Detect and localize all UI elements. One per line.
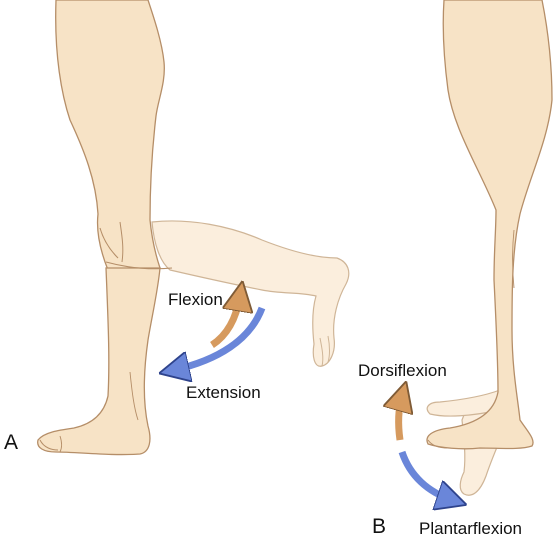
panel-a-label: A bbox=[4, 431, 19, 454]
plantarflexion-label: Plantarflexion bbox=[419, 519, 523, 538]
dorsiflexion-arrow bbox=[399, 396, 402, 441]
dorsiflexed-foot bbox=[426, 389, 501, 417]
extension-label: Extension bbox=[186, 383, 261, 402]
flexion-label: Flexion bbox=[168, 290, 223, 309]
panel-b-illustration bbox=[398, 0, 553, 500]
panel-b-label: B bbox=[372, 515, 387, 538]
extension-arrow bbox=[174, 306, 266, 370]
standing-shin-and-foot bbox=[37, 267, 161, 456]
plantarflexion-arrow bbox=[398, 450, 452, 500]
panel-a-illustration bbox=[37, 0, 350, 456]
leg-b bbox=[426, 0, 553, 450]
standing-thigh bbox=[55, 0, 165, 271]
dorsiflexion-label: Dorsiflexion bbox=[358, 361, 447, 380]
flexion-arrow bbox=[209, 296, 240, 348]
